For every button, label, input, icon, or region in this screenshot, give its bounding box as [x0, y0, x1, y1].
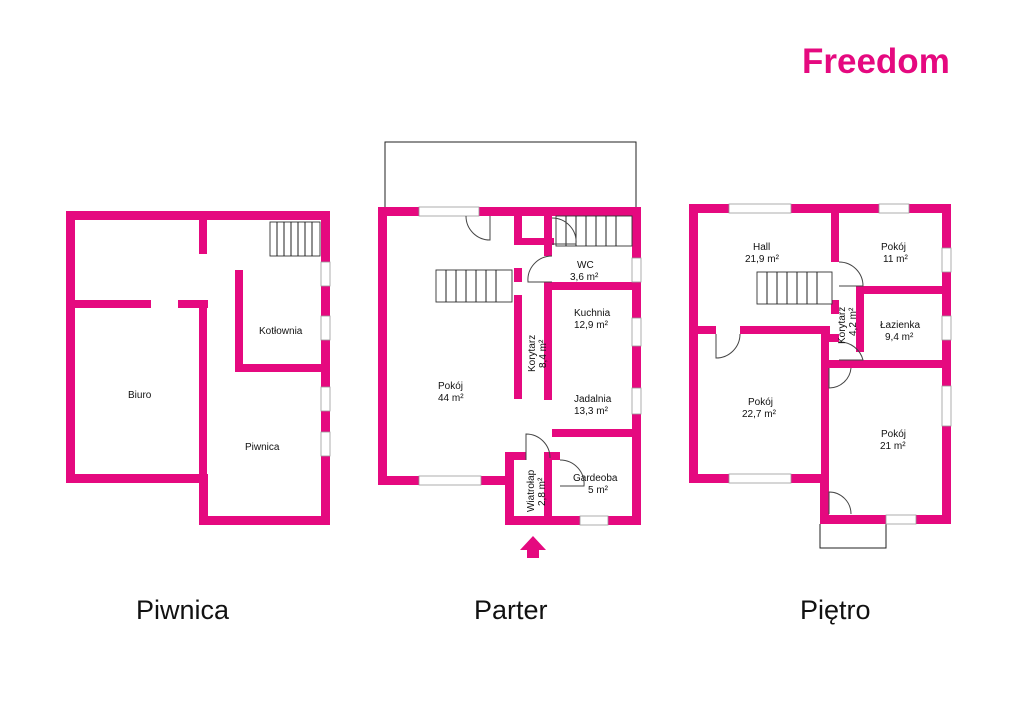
room-wiatrolap-area: 2,8 m²: [537, 477, 548, 506]
room-korytarz-label: Korytarz: [527, 335, 538, 372]
floor-title-pietro: Piętro: [800, 595, 871, 625]
room-pokoj2-label: Pokój: [748, 397, 773, 408]
room-jadalnia-label: Jadalnia: [574, 394, 612, 405]
room-gardeoba-label: Gardeoba: [573, 473, 618, 484]
room-wiatrolap-label: Wiatrołap: [526, 469, 537, 512]
room-wc-label: WC: [577, 260, 594, 271]
room-biuro: Biuro: [128, 390, 152, 401]
room-kuchnia-label: Kuchnia: [574, 308, 611, 319]
room-pokoj3-area: 21 m²: [880, 441, 906, 452]
brand-logo: Freedom: [802, 42, 950, 81]
floor-title-piwnica: Piwnica: [136, 595, 230, 625]
room-pokoj-label: Pokój: [438, 381, 463, 392]
room-pokoj1-label: Pokój: [881, 242, 906, 253]
room-wc-area: 3,6 m²: [570, 272, 599, 283]
room-jadalnia-area: 13,3 m²: [574, 406, 609, 417]
room-korytarz-area: 8,4 m²: [538, 339, 549, 368]
room-kotlownia: Kotłownia: [259, 326, 303, 337]
room-pokoj1-area: 11 m²: [883, 254, 908, 265]
room-lazienka-label: Łazienka: [880, 320, 920, 331]
room-lazienka-area: 9,4 m²: [885, 332, 914, 343]
room-piwnica: Piwnica: [245, 442, 280, 453]
entrance-arrow-icon: [520, 536, 546, 558]
room-hall-label: Hall: [753, 242, 770, 253]
floor-piwnica: Biuro Kotłownia Piwnica: [66, 211, 331, 525]
room-hall-area: 21,9 m²: [745, 254, 780, 265]
room-pokoj3-label: Pokój: [881, 429, 906, 440]
room-korytarz-pietro-area: 4,2 m²: [848, 307, 859, 336]
room-pokoj-area: 44 m²: [438, 393, 464, 404]
room-gardeoba-area: 5 m²: [588, 485, 609, 496]
room-pokoj2-area: 22,7 m²: [742, 409, 777, 420]
floor-parter: Pokój 44 m² WC 3,6 m² Kuchnia 12,9 m² Ja…: [378, 141, 642, 558]
room-kuchnia-area: 12,9 m²: [574, 320, 609, 331]
floor-title-parter: Parter: [474, 595, 548, 625]
room-korytarz-pietro-label: Korytarz: [837, 307, 848, 344]
floor-pietro: Hall 21,9 m² Pokój 11 m² Łazienka 9,4 m²…: [689, 203, 952, 549]
